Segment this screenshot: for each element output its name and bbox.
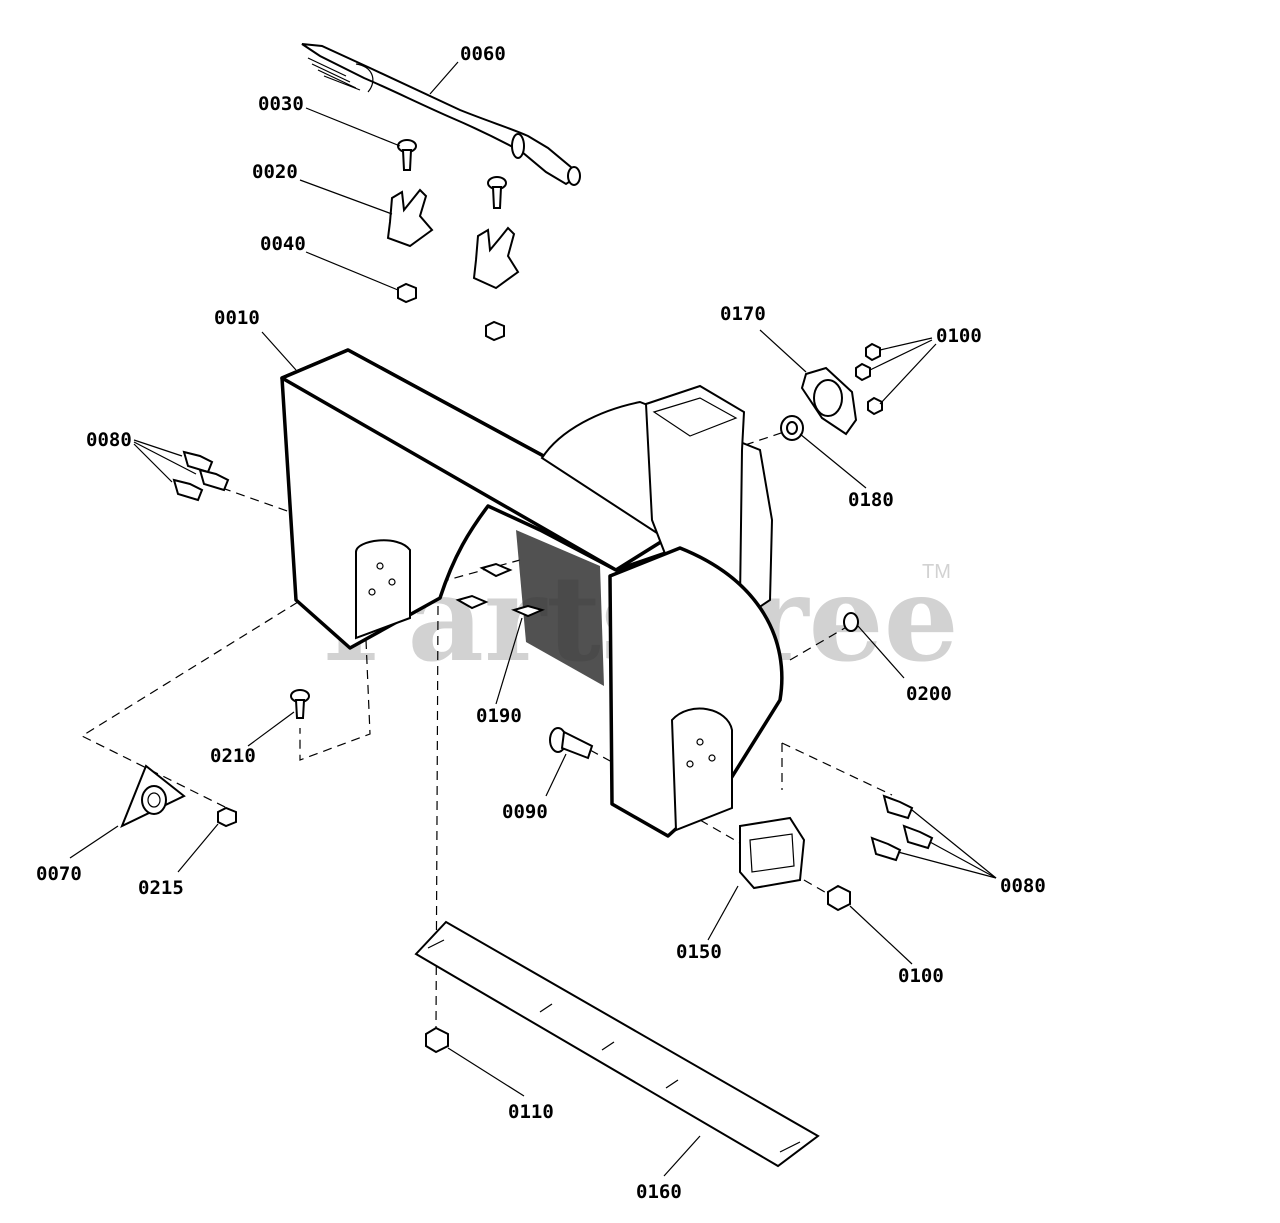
nut-bottom-part[interactable] — [827, 884, 851, 912]
callout-0080-right: 0080 — [1000, 875, 1046, 897]
bearing-flange-part[interactable] — [800, 366, 858, 436]
scraper-bar-part[interactable] — [414, 920, 820, 1168]
carriage-bolt-right-part[interactable] — [870, 794, 934, 862]
nut-part[interactable] — [397, 282, 505, 342]
callout-labels: 0060 0030 0020 0040 0010 0170 0100 0080 … — [36, 43, 1046, 1203]
callout-0030: 0030 — [258, 93, 304, 115]
nut-0215-part[interactable] — [217, 806, 237, 828]
carriage-bolt-part[interactable] — [172, 450, 230, 502]
callout-0180: 0180 — [848, 489, 894, 511]
callout-0190: 0190 — [476, 705, 522, 727]
bearing-part[interactable] — [780, 415, 804, 441]
shoulder-bolt-part[interactable] — [549, 727, 594, 760]
callout-0160: 0160 — [636, 1181, 682, 1203]
callout-0170: 0170 — [720, 303, 766, 325]
callout-0070: 0070 — [36, 863, 82, 885]
bearing-plate-part[interactable] — [120, 764, 186, 829]
screw-part[interactable] — [397, 139, 507, 209]
screw-right-part[interactable] — [843, 612, 859, 632]
callout-0100-top: 0100 — [936, 325, 982, 347]
callout-0090: 0090 — [502, 801, 548, 823]
hex-bolt-part[interactable] — [455, 562, 545, 618]
callout-0080-left: 0080 — [86, 429, 132, 451]
auger-housing-part[interactable] — [280, 348, 784, 838]
callout-0010: 0010 — [214, 307, 260, 329]
skid-shoe-part[interactable] — [739, 816, 806, 890]
callout-0215: 0215 — [138, 877, 184, 899]
clip-bracket-part[interactable] — [386, 188, 520, 290]
crank-handle-part[interactable] — [301, 43, 581, 186]
nut-0110-part[interactable] — [425, 1026, 449, 1054]
callout-0020: 0020 — [252, 161, 298, 183]
watermark-trademark: TM — [922, 561, 951, 583]
callout-0110: 0110 — [508, 1101, 554, 1123]
callout-0210: 0210 — [210, 745, 256, 767]
callout-0200: 0200 — [906, 683, 952, 705]
carriage-bolt-0210-part[interactable] — [290, 689, 310, 719]
callout-0040: 0040 — [260, 233, 306, 255]
callout-0060: 0060 — [460, 43, 506, 65]
callout-0100-bottom: 0100 — [898, 965, 944, 987]
flange-nut-part[interactable] — [855, 342, 883, 416]
leader-lines — [69, 61, 997, 1177]
callout-0150: 0150 — [676, 941, 722, 963]
